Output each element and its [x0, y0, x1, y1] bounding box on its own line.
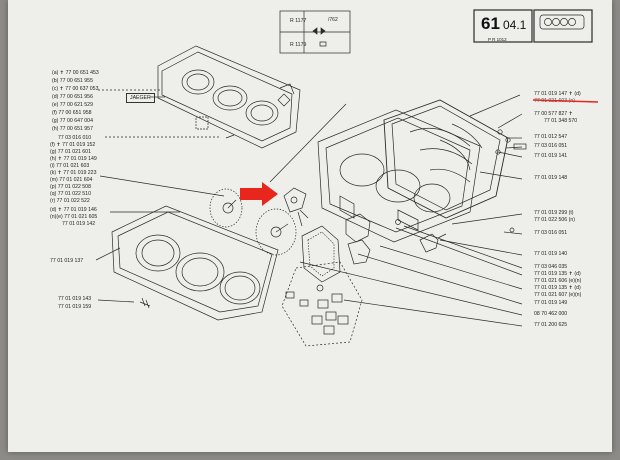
header-ref-1: R 1177	[290, 18, 307, 24]
part-label: (c) ✝ 77 00 637 053	[52, 86, 99, 92]
screw-icon	[139, 297, 151, 309]
header-box-group	[279, 9, 593, 54]
part-label: 77 01 019 147 ✝ (d)	[534, 91, 581, 97]
part-label: 77 01 012 547	[534, 134, 568, 140]
part-label: 77 03 016 010	[58, 135, 92, 141]
part-label: 77 01 019 143	[58, 296, 92, 302]
part-label: 77 01 019 135 ✝ (d)	[534, 285, 581, 291]
lower-instrument-cluster	[111, 205, 279, 321]
part-label: (h) ✝ 77 01 019 149	[50, 156, 97, 162]
part-label: 77 01 019 299 (t)	[534, 210, 574, 216]
part-label: (a) ✝ 77 00 651 453	[52, 70, 99, 76]
header-code-1: /762	[328, 17, 338, 23]
part-label: (i) 77 01 021 603	[50, 163, 90, 169]
part-label: 77 01 019 140	[534, 251, 568, 257]
leader-lines-left	[95, 175, 225, 303]
part-label: 77 01 021 607 (e)(n)	[534, 292, 582, 298]
section-number: 61	[481, 14, 500, 33]
printed-circuit	[383, 99, 527, 219]
part-label: (k) ✝ 77 01 019 223	[50, 170, 97, 176]
part-label: (n)(e) 77 01 021 605	[50, 214, 98, 220]
part-label: (m) 77 01 021 604	[50, 177, 93, 183]
part-label: 77 01 019 159	[58, 304, 92, 310]
part-label: (b) 77 00 651 955	[52, 78, 93, 84]
tachometer-dial	[255, 208, 297, 256]
part-label: 77 03 016 051	[534, 230, 568, 236]
red-strikethrough	[532, 99, 599, 103]
small-gauge-plate	[301, 213, 371, 283]
part-label: (r) 77 01 022 522	[50, 198, 90, 204]
leader-lines-right	[269, 94, 523, 327]
part-label: 77 01 019 149	[534, 300, 568, 306]
upper-instrument-cluster	[157, 45, 301, 149]
rear-housing	[317, 109, 481, 243]
part-label: (d) ✝ 77 01 019 146	[50, 207, 97, 213]
page-reference: P R 1012	[488, 37, 507, 42]
part-label: 77 01 200 625	[534, 322, 568, 328]
part-label: 77 00 577 827 ✝	[534, 111, 573, 117]
part-label: 77 01 019 141	[534, 153, 568, 159]
part-label: 77 01 022 506 (n)	[534, 217, 575, 223]
red-pointer-arrow	[240, 182, 278, 206]
instrument-symbol-icon	[539, 14, 585, 30]
turn-signal-icon	[312, 27, 327, 47]
part-label: 77 01 019 137	[50, 258, 84, 264]
part-label: (f) 77 00 651 958	[52, 110, 92, 116]
section-subnumber: 04.1	[503, 18, 527, 32]
part-label: (g) 77 01 021 601	[50, 149, 91, 155]
part-label: 77 01 021 606 (e)(n)	[534, 278, 582, 284]
part-label: (q) 77 01 022 510	[50, 191, 91, 197]
parts-catalog-sheet: R 1177 R 1179 /762 61 04.1 P R 1012 (a) …	[8, 0, 612, 452]
speedometer-dial	[209, 188, 243, 228]
part-label: 77 01 348 570	[544, 118, 578, 124]
part-label: (h) 77 00 651 957	[52, 126, 93, 132]
part-label: (f) ✝ 77 01 019 152	[50, 142, 96, 148]
warning-lamp-window	[281, 261, 363, 347]
part-label: 77 03 046 035	[534, 264, 568, 270]
part-label: 77 01 019 135 ✝ (d)	[534, 271, 581, 277]
part-label: (g) 77 00 647 004	[52, 118, 93, 124]
part-label: (e) 77 00 621 529	[52, 102, 93, 108]
part-label: 77 01 019 142	[62, 221, 96, 227]
gauge-mechanism	[283, 187, 309, 227]
jaeger-leader-lines	[98, 89, 235, 139]
part-label: 77 03 016 051	[534, 143, 568, 149]
header-ref-2: R 1179	[290, 42, 307, 48]
jaeger-box: JAEGER	[126, 93, 155, 103]
part-label: (p) 77 01 022 508	[50, 184, 91, 190]
part-label: 08 70 462 000	[534, 311, 568, 317]
part-label: 77 01 019 148	[534, 175, 568, 181]
part-label: (d) 77 00 651 956	[52, 94, 93, 100]
